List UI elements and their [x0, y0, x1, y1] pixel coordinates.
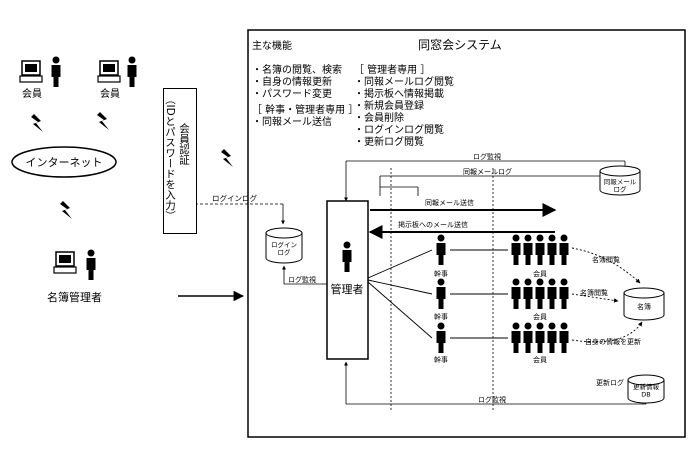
member-label: 会員 — [533, 269, 547, 278]
feature-item: ・名簿の閲覧、検索 — [252, 65, 342, 76]
log-watch-label-top: ログ監視 — [473, 152, 501, 161]
feature-item: ・新規会員登録 — [354, 101, 424, 112]
mail-log-db-label: 同報メールログ — [604, 178, 637, 193]
staff-row-1: 幹事 会員 — [434, 234, 569, 278]
login-log-db-label: ログインログ — [271, 240, 297, 256]
system-frame — [247, 29, 686, 438]
admin-features: ［ 管理者専用 ］ ・同報メールログ閲覧 ・掲示板へ情報掲載 ・新規会員登録 ・… — [354, 65, 454, 149]
staff-person-icon — [436, 322, 446, 353]
self-update-label: 自身の情報を更新 — [585, 337, 641, 346]
staff-person-icon — [436, 278, 446, 309]
general-features: ・名簿の閲覧、検索 ・自身の情報更新 ・パスワード変更 — [252, 65, 342, 101]
internet-cloud: インターネット — [11, 146, 117, 178]
member-label: 会員 — [533, 355, 547, 364]
staff-row-3: 幹事 会員 — [434, 322, 569, 364]
computer-icon — [53, 251, 77, 274]
admin-label: 管理者 — [331, 282, 364, 296]
member-label-2: 会員 — [100, 87, 120, 100]
staff-label: 幹事 — [434, 312, 448, 321]
wireless-icon — [97, 112, 109, 130]
wireless-icon — [221, 149, 233, 167]
features-heading: 主な機能 — [252, 41, 292, 52]
registry-view-label-2: 名簿閲覧 — [580, 288, 608, 297]
member-label: 会員 — [533, 312, 547, 321]
person-icon — [86, 249, 96, 280]
feature-item: ・更新ログ閲覧 — [354, 137, 424, 148]
admin-box: 管理者 — [326, 200, 369, 360]
member-auth-box: 会員認証 （IDとパスワードを入力） — [163, 88, 197, 234]
registry-admin-computer: 名簿管理者 — [47, 249, 102, 304]
update-log-label: 更新ログ — [596, 378, 624, 387]
system-title: 同窓会システム — [418, 37, 502, 52]
person-icon — [51, 56, 61, 87]
mail-log-db: 同報メールログ — [599, 165, 641, 196]
staff-row-2: 幹事 会員 — [434, 278, 569, 321]
log-watch-label-left: ログ監視 — [288, 275, 316, 284]
internet-label: インターネット — [26, 156, 103, 169]
computer-icon — [19, 60, 43, 83]
log-watch-label-bottom: ログ監視 — [478, 395, 506, 404]
registry-admin-label: 名簿管理者 — [47, 290, 102, 304]
login-log-db: ログインログ — [265, 227, 303, 264]
feature-item: ・パスワード変更 — [252, 89, 332, 100]
board-mail-label: 掲示板へのメール送信 — [398, 220, 468, 229]
computer-icon — [97, 60, 121, 83]
person-icon — [127, 56, 137, 87]
auth-title: 会員認証 — [178, 123, 190, 165]
admin-features-heading: ［ 管理者専用 ］ — [354, 65, 431, 76]
feature-item: ・掲示板へ情報掲載 — [354, 89, 444, 100]
staff-label: 幹事 — [434, 269, 448, 278]
feature-item: ・同報メール送信 — [252, 117, 332, 128]
staff-label: 幹事 — [434, 355, 448, 364]
wireless-icon — [31, 114, 43, 132]
auth-instruction: （IDとパスワードを入力） — [164, 94, 176, 221]
member-label-1: 会員 — [22, 87, 42, 100]
mail-send-label: 同報メール送信 — [425, 198, 474, 207]
registry-db-label: 名簿 — [637, 302, 651, 311]
staff-features: ［ 幹事・管理者専用 ］ ・同報メール送信 — [252, 105, 358, 129]
registry-view-label-1: 名簿閲覧 — [592, 255, 620, 264]
feature-item: ・ログインログ閲覧 — [354, 125, 444, 136]
member-computer-1: 会員 — [19, 56, 61, 100]
staff-person-icon — [436, 234, 446, 265]
feature-item: ・自身の情報更新 — [252, 77, 332, 88]
feature-item: ・同報メールログ閲覧 — [354, 77, 454, 88]
login-log-label: ログインログ — [212, 193, 257, 203]
staff-features-heading: ［ 幹事・管理者専用 ］ — [252, 105, 359, 116]
mail-log-label: 同報メールログ — [463, 167, 512, 176]
wireless-icon — [60, 201, 72, 219]
registry-db: 名簿 — [623, 287, 665, 321]
member-computer-2: 会員 — [97, 56, 137, 100]
feature-item: ・会員削除 — [354, 113, 404, 124]
